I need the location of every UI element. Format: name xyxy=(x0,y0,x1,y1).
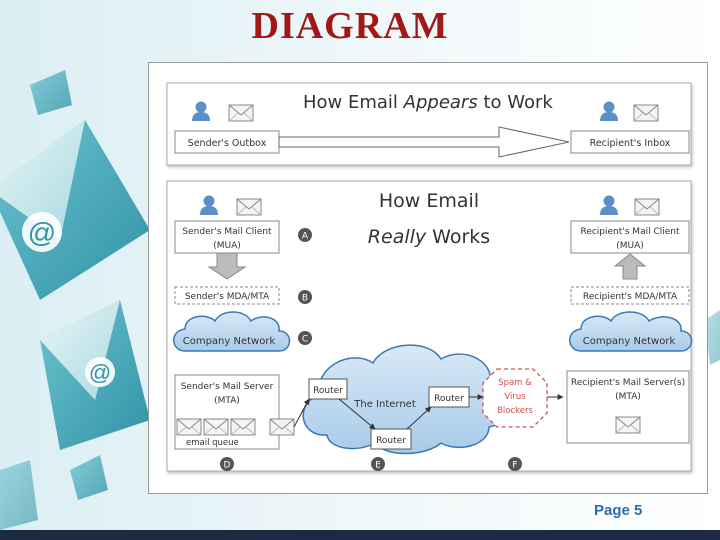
svg-text:B: B xyxy=(302,294,308,304)
router-2: Router xyxy=(376,436,406,446)
cloud-icon: Company Network xyxy=(569,311,693,352)
sender-mail-server-label: Sender's Mail Server xyxy=(181,382,274,392)
recipient-mail-client-mua: (MUA) xyxy=(616,241,644,251)
spam-virus-blockers: Spam & Virus Blockers xyxy=(482,368,548,428)
panel-really-title-line2: Really Works xyxy=(368,226,490,248)
connector xyxy=(338,398,376,430)
cloud-icon: Company Network xyxy=(173,311,291,352)
slide-title: DIAGRAM xyxy=(251,5,449,47)
company-network-right: Company Network xyxy=(583,336,676,347)
recipient-mail-server-label: Recipient's Mail Server(s) xyxy=(571,378,685,388)
marker-c: C xyxy=(298,331,312,345)
flow-arrow xyxy=(278,126,570,158)
marker-f: F xyxy=(508,457,522,471)
sender-mda-box: Sender's MDA/MTA xyxy=(185,292,270,302)
marker-a: A xyxy=(298,228,312,242)
envelope-icon xyxy=(228,104,254,122)
page-number: Page 5 xyxy=(594,502,643,519)
envelope-icon xyxy=(633,104,659,122)
svg-text:D: D xyxy=(224,461,231,471)
svg-text:C: C xyxy=(302,335,308,345)
panel-appears-title: How Email Appears to Work xyxy=(303,92,553,113)
email-queue: email queue xyxy=(176,418,295,448)
router-1: Router xyxy=(313,386,343,396)
envelope-icon: @ xyxy=(40,300,150,450)
router-3: Router xyxy=(434,394,464,404)
envelope-icon xyxy=(615,416,641,434)
internet-label: The Internet xyxy=(353,399,416,410)
envelope-icon xyxy=(230,418,256,436)
envelope-icon xyxy=(176,418,202,436)
recipient-mda-box: Recipient's MDA/MTA xyxy=(583,292,678,302)
envelope-icon: @ xyxy=(0,120,150,300)
sender-mail-client-label: Sender's Mail Client xyxy=(182,227,272,237)
recipient-mail-client-label: Recipient's Mail Client xyxy=(580,227,680,237)
panel-appears: How Email Appears to Work Sender's Outbo… xyxy=(166,82,692,166)
company-network-left: Company Network xyxy=(183,336,276,347)
sender-mail-server-mta: (MTA) xyxy=(214,396,240,406)
marker-e: E xyxy=(371,457,385,471)
panel-really: How Email Really Works Sender's Mail Cli… xyxy=(166,180,693,472)
panel-really-title-line1: How Email xyxy=(379,190,479,212)
connector xyxy=(406,406,432,430)
connector xyxy=(293,398,310,428)
spam-label-2: Virus xyxy=(504,392,526,402)
diagram-frame: How Email Appears to Work Sender's Outbo… xyxy=(148,62,708,494)
sender-mail-client-mua: (MUA) xyxy=(213,241,241,251)
sender-outbox-box: Sender's Outbox xyxy=(188,138,267,149)
svg-text:F: F xyxy=(512,461,517,471)
recipient-inbox-box: Recipient's Inbox xyxy=(590,138,671,149)
svg-text:A: A xyxy=(302,232,309,242)
svg-text:@: @ xyxy=(89,360,111,385)
arrow-down-icon xyxy=(207,252,247,280)
spam-label-1: Spam & xyxy=(498,378,532,388)
marker-b: B xyxy=(298,290,312,304)
recipient-mail-server-mta: (MTA) xyxy=(615,392,641,402)
email-flow-diagram: How Email Appears to Work Sender's Outbo… xyxy=(166,82,693,472)
svg-text:E: E xyxy=(375,461,381,471)
envelope-icon xyxy=(203,418,229,436)
envelope-icon xyxy=(236,198,262,216)
spam-label-3: Blockers xyxy=(497,406,533,416)
marker-d: D xyxy=(220,457,234,471)
svg-text:@: @ xyxy=(28,217,56,248)
email-queue-label: email queue xyxy=(186,438,239,448)
envelope-icon xyxy=(269,418,295,436)
envelope-icon xyxy=(634,198,660,216)
arrow-up-icon xyxy=(613,253,647,280)
